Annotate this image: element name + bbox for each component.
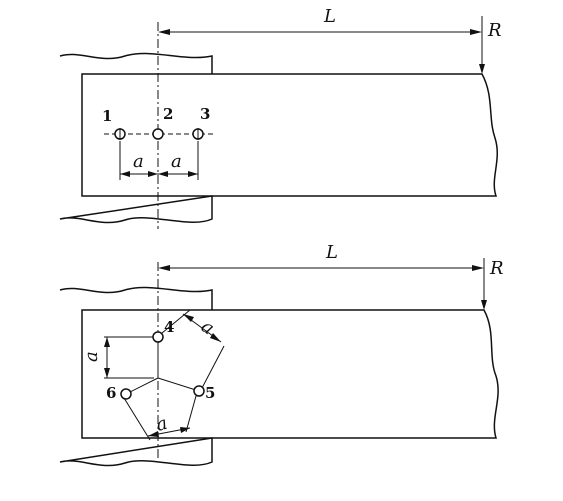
bottom-hole-6 — [120, 388, 132, 400]
top-point-1: 1 — [102, 107, 112, 125]
top-point-2: 2 — [163, 105, 173, 123]
top-l-label: L — [323, 6, 336, 27]
bottom-beam — [81, 309, 499, 439]
bottom-r-arrow — [481, 300, 487, 310]
bottom-vertical-a-label: a — [81, 351, 102, 362]
top-point-3: 3 — [200, 105, 210, 123]
bottom-lower-a-label: a — [154, 413, 170, 436]
top-hole-2 — [152, 128, 164, 140]
bottom-figure: L R a a a 4 5 6 — [59, 242, 504, 467]
bottom-hole-5 — [193, 385, 205, 397]
bottom-point-6: 6 — [106, 384, 116, 402]
top-figure: L R 1 2 3 a a — [59, 6, 502, 229]
bottom-radial-6 — [125, 377, 159, 395]
bottom-l-label: L — [325, 242, 338, 263]
bottom-r-label: R — [489, 258, 504, 279]
top-spacing-a-right: a — [171, 151, 182, 172]
bottom-point-4: 4 — [164, 318, 174, 336]
top-spacing-a-left: a — [133, 151, 144, 172]
top-r-arrow — [479, 64, 485, 74]
bottom-support-plate — [59, 286, 213, 467]
bottom-radial-5 — [157, 377, 200, 392]
top-support-plate — [59, 52, 213, 224]
top-beam — [81, 73, 499, 197]
bottom-point-5: 5 — [205, 384, 215, 402]
top-r-label: R — [487, 20, 502, 41]
bottom-hole-4 — [152, 331, 164, 343]
